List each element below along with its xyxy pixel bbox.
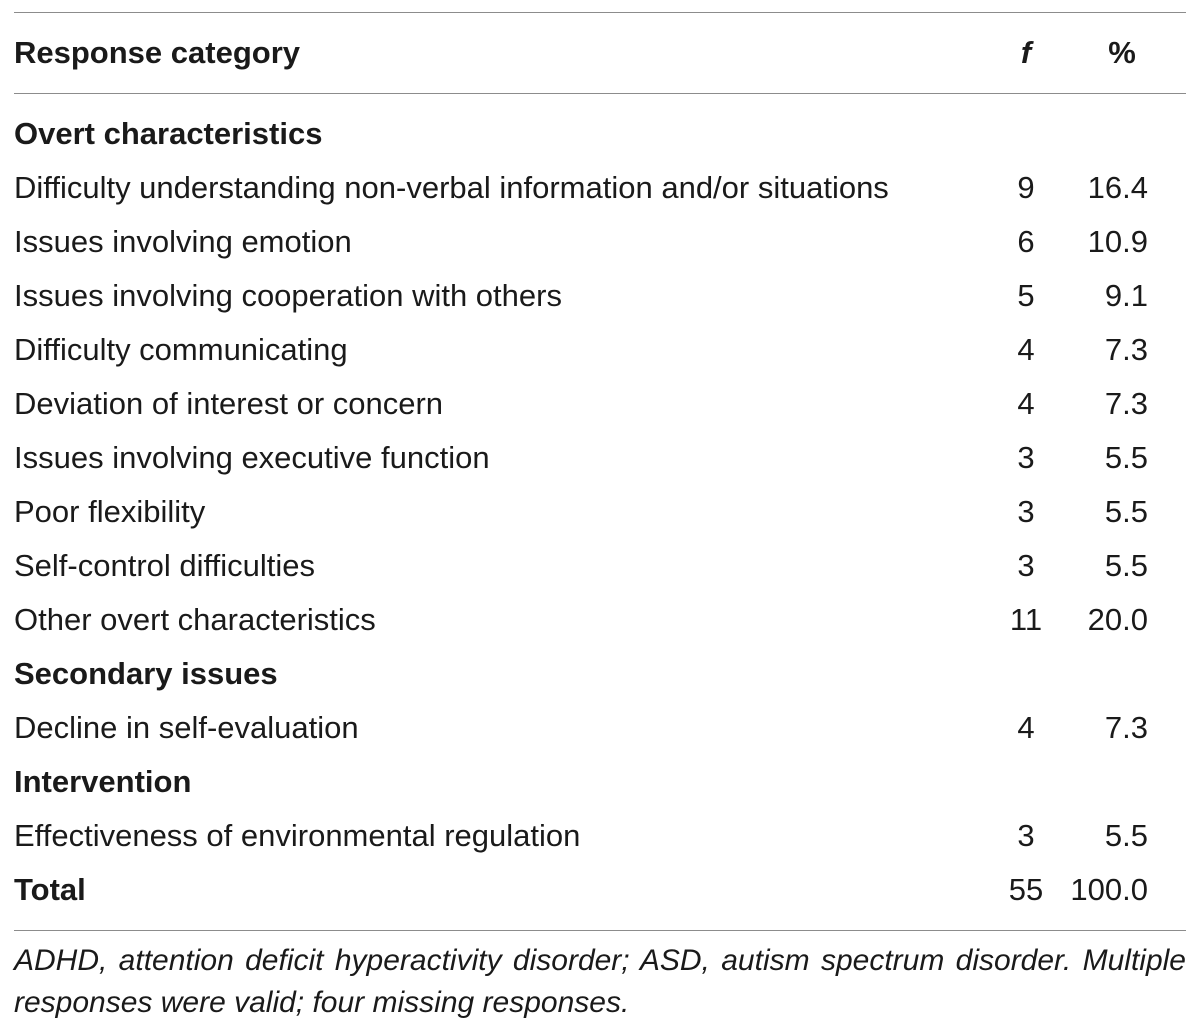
frequency-cell: 4 bbox=[1017, 332, 1035, 367]
category-cell: Total bbox=[14, 872, 86, 907]
table-row: Difficulty understanding non-verbal info… bbox=[14, 161, 1186, 215]
category-cell: Issues involving emotion bbox=[14, 224, 352, 259]
results-table: Response category f % Overt characterist… bbox=[14, 12, 1186, 931]
category-cell: Issues involving executive function bbox=[14, 440, 490, 475]
frequency-cell: 3 bbox=[1017, 548, 1035, 583]
table-row: Effectiveness of environmental regulatio… bbox=[14, 809, 1186, 863]
frequency-cell: 11 bbox=[1009, 602, 1043, 637]
percent-cell: 20.0 bbox=[1087, 602, 1148, 637]
frequency-cell: 5 bbox=[1017, 278, 1035, 313]
table-row: Difficulty communicating 4 7.3 bbox=[14, 323, 1186, 377]
category-cell: Effectiveness of environmental regulatio… bbox=[14, 818, 581, 853]
header-percent: % bbox=[1108, 35, 1136, 70]
table-row: Deviation of interest or concern 4 7.3 bbox=[14, 377, 1186, 431]
category-cell: Difficulty understanding non-verbal info… bbox=[14, 170, 889, 205]
category-cell: Poor flexibility bbox=[14, 494, 206, 529]
header-rule bbox=[14, 93, 1186, 94]
section-row: Overt characteristics bbox=[14, 107, 1186, 161]
frequency-cell: 3 bbox=[1017, 440, 1035, 475]
category-cell: Difficulty communicating bbox=[14, 332, 348, 367]
table-footnote: ADHD, attention deficit hyperactivity di… bbox=[14, 944, 1186, 1019]
table-row: Issues involving emotion 6 10.9 bbox=[14, 215, 1186, 269]
header-frequency: f bbox=[1020, 35, 1032, 70]
category-cell: Intervention bbox=[14, 764, 192, 799]
category-cell: Deviation of interest or concern bbox=[14, 386, 444, 421]
frequency-cell: 3 bbox=[1017, 818, 1035, 853]
frequency-cell: 9 bbox=[1017, 170, 1035, 205]
percent-cell: 5.5 bbox=[1104, 440, 1148, 475]
header-response-category: Response category bbox=[14, 35, 300, 70]
table-row: Poor flexibility 3 5.5 bbox=[14, 485, 1186, 539]
category-cell: Decline in self-evaluation bbox=[14, 710, 359, 745]
frequency-cell: 3 bbox=[1017, 494, 1035, 529]
table-row: Issues involving cooperation with others… bbox=[14, 269, 1186, 323]
percent-cell: 7.3 bbox=[1104, 332, 1148, 367]
percent-cell: 5.5 bbox=[1104, 494, 1148, 529]
category-cell: Overt characteristics bbox=[14, 116, 323, 151]
percent-cell: 7.3 bbox=[1104, 386, 1148, 421]
percent-cell: 5.5 bbox=[1104, 818, 1148, 853]
frequency-cell: 4 bbox=[1017, 386, 1035, 421]
category-cell: Secondary issues bbox=[14, 656, 278, 691]
section-row: Secondary issues bbox=[14, 647, 1186, 701]
frequency-cell: 55 bbox=[1008, 872, 1044, 907]
table-row: Issues involving executive function 3 5.5 bbox=[14, 431, 1186, 485]
category-cell: Other overt characteristics bbox=[14, 602, 376, 637]
percent-cell: 9.1 bbox=[1104, 278, 1148, 313]
percent-cell: 7.3 bbox=[1104, 710, 1148, 745]
category-cell: Self-control difficulties bbox=[14, 548, 315, 583]
table-row: Decline in self-evaluation 4 7.3 bbox=[14, 701, 1186, 755]
percent-cell: 16.4 bbox=[1087, 170, 1148, 205]
bottom-rule bbox=[14, 930, 1186, 931]
top-rule bbox=[14, 12, 1186, 13]
total-row: Total 55 100.0 bbox=[14, 863, 1186, 917]
percent-cell: 100.0 bbox=[1070, 872, 1148, 907]
frequency-cell: 4 bbox=[1017, 710, 1035, 745]
percent-cell: 5.5 bbox=[1104, 548, 1148, 583]
category-cell: Issues involving cooperation with others bbox=[14, 278, 562, 313]
table-row: Other overt characteristics 11 20.0 bbox=[14, 593, 1186, 647]
section-row: Intervention bbox=[14, 755, 1186, 809]
percent-cell: 10.9 bbox=[1087, 224, 1148, 259]
frequency-cell: 6 bbox=[1017, 224, 1035, 259]
table-header-row: Response category f % bbox=[14, 13, 1186, 93]
table-row: Self-control difficulties 3 5.5 bbox=[14, 539, 1186, 593]
